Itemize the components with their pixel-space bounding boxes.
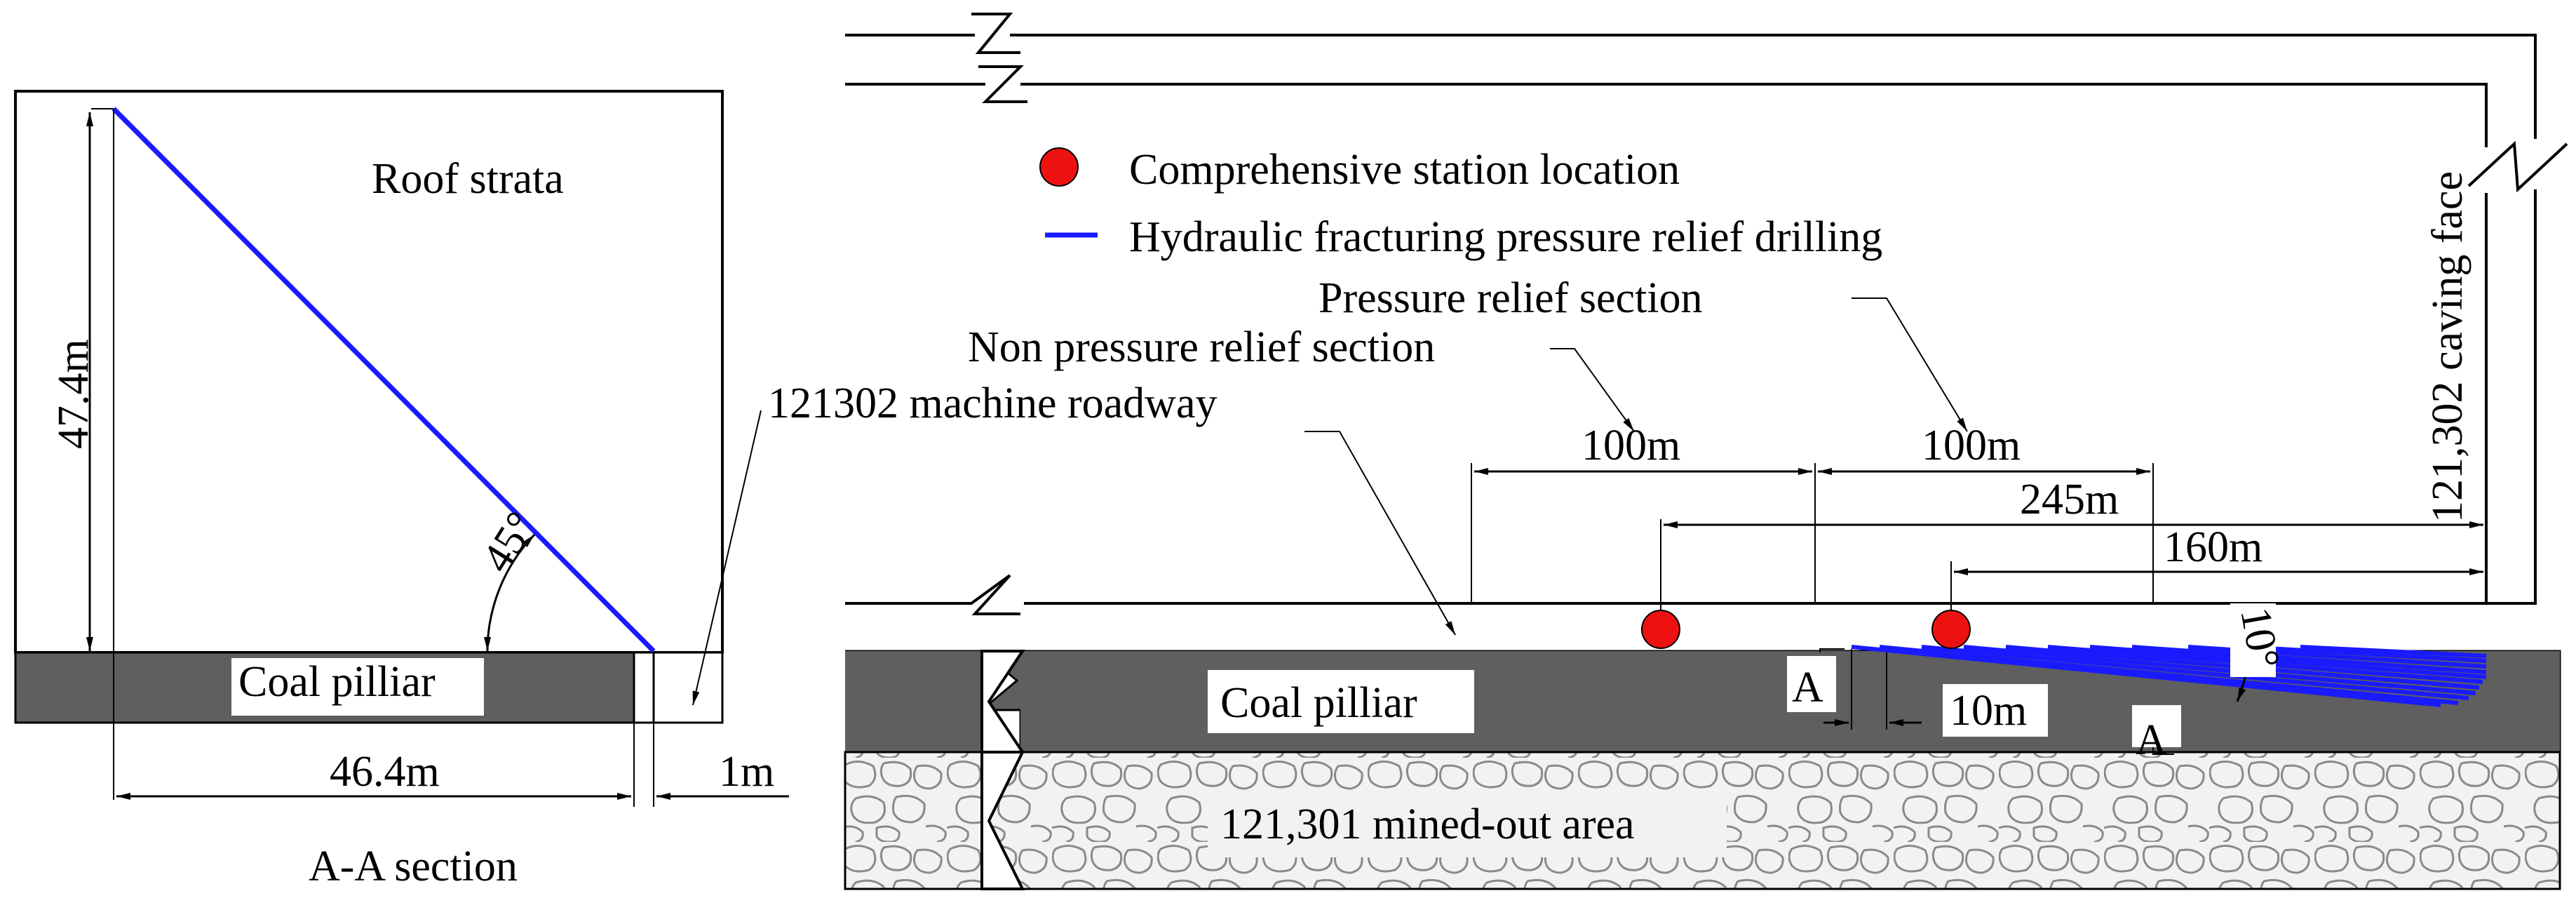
- station-1: [1641, 610, 1680, 649]
- aa-section-panel: Roof strata Coal pilliar 47.4m 45° 46.4m…: [14, 90, 789, 890]
- angle-10-bg: [2230, 603, 2276, 677]
- roadway-gap-box: [633, 651, 655, 724]
- dim-10: 10m: [1950, 687, 2027, 735]
- drill-8: [2131, 645, 2487, 674]
- break-mark-right: [2467, 140, 2568, 193]
- pressure-relief-label: Pressure relief section: [1319, 274, 1702, 322]
- dim-245: 245m: [2020, 476, 2119, 523]
- break-mark-mid: [845, 574, 1020, 615]
- section-mark-top-line: [1819, 648, 1845, 652]
- drilling-fan: [1851, 645, 2487, 707]
- dim-160: 160m: [2164, 523, 2263, 571]
- roof-strata-label: Roof strata: [372, 155, 564, 203]
- mined-break: [980, 751, 1025, 890]
- angle-10-label: 10°: [2231, 604, 2288, 672]
- non-pressure-relief-leader: [1550, 348, 1635, 432]
- caving-face-outline: [845, 34, 2537, 605]
- break-mark-top-1: [971, 13, 1020, 54]
- left-coal-pillar-label: Coal pilliar: [238, 658, 436, 706]
- drill-11: [2300, 645, 2487, 658]
- caving-face-label: 121,302 caving face: [2424, 171, 2472, 523]
- section-mark-bottom: A: [2136, 716, 2167, 764]
- drill-3: [1921, 645, 2469, 700]
- roadway-label-leader: [1304, 431, 1456, 636]
- section-mark-top-bg: [1787, 656, 1836, 712]
- drill-4: [1963, 645, 2476, 695]
- station-2: [1931, 610, 1971, 649]
- legend-station-label: Comprehensive station location: [1129, 146, 1680, 194]
- roadway-label: 121302 machine roadway: [768, 380, 1217, 427]
- angle-arc: [484, 533, 536, 652]
- drill-10: [2244, 645, 2487, 663]
- right-pillar-label: Coal pilliar: [1220, 679, 1417, 727]
- dim-10-bg: [1943, 684, 2048, 737]
- section-title: A-A section: [309, 843, 518, 890]
- plan-view-panel: Coal pilliar 121,301 mined-out area Comp…: [768, 13, 2568, 890]
- mined-out-label: 121,301 mined-out area: [1220, 801, 1635, 848]
- drill-1: [1851, 645, 2441, 707]
- drill-7: [2089, 645, 2487, 679]
- roof-strata-box: [14, 90, 724, 654]
- right-coal-pillar-left: [845, 651, 982, 752]
- right-pillar-label-bg: [1208, 670, 1474, 733]
- section-mark-bottom-bg: [2132, 705, 2181, 747]
- gap-label: 1m: [719, 748, 774, 796]
- non-pressure-relief-label: Non pressure relief section: [968, 323, 1435, 371]
- dim-100b: 100m: [1922, 422, 2021, 469]
- legend-station-icon: [1039, 147, 1079, 187]
- roadway-box: [652, 651, 724, 724]
- drill-2: [1879, 645, 2459, 705]
- break-mark-top-2: [978, 65, 1027, 103]
- roadway-leader: [692, 410, 762, 706]
- legend-drilling-label: Hydraulic fracturing pressure relief dri…: [1129, 213, 1882, 261]
- section-mark-top: A: [1792, 664, 1823, 711]
- dim-100a: 100m: [1582, 422, 1680, 469]
- aa-drilling-line: [112, 107, 656, 653]
- height-label: 47.4m: [50, 339, 97, 449]
- left-coal-pillar-label-bg: [231, 658, 484, 716]
- pillar-break: [980, 650, 1025, 754]
- pressure-relief-leader: [1852, 297, 1968, 432]
- mined-out-label-bg: [1208, 794, 1727, 857]
- width-label: 46.4m: [330, 748, 440, 796]
